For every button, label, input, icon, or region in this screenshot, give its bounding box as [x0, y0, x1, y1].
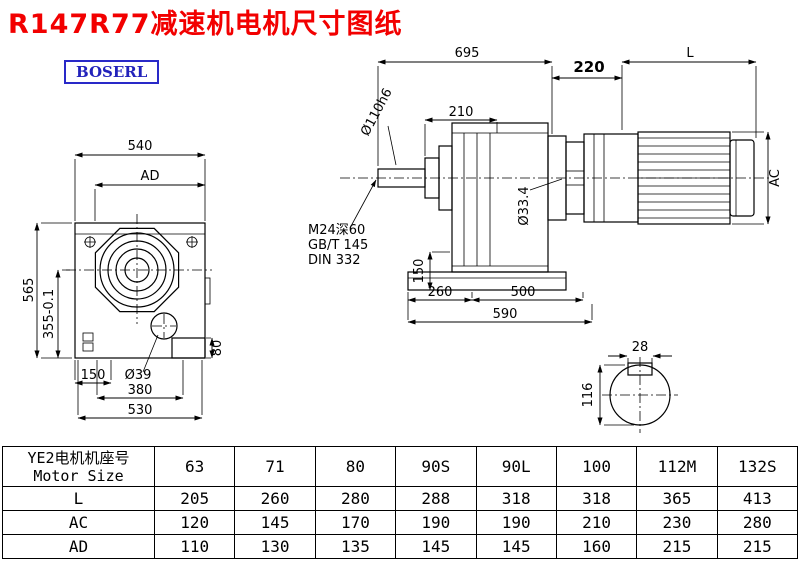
- size-col-63: 63: [153, 446, 236, 487]
- table-row-ac: AC 120 145 170 190 190 210 230 280: [2, 510, 799, 535]
- page-title: R147R77减速机电机尺寸图纸: [8, 9, 403, 40]
- dim-150-side-label: 150: [412, 259, 427, 284]
- motor-size-header-en: Motor Size: [33, 466, 124, 485]
- dim-260-label: 260: [428, 285, 453, 300]
- ad-value: 145: [395, 534, 477, 559]
- mounting-foot: [407, 271, 567, 291]
- l-value: 318: [555, 486, 638, 511]
- dim-565-label: 565: [22, 278, 37, 303]
- ad-value: 145: [475, 534, 557, 559]
- dim-540-label: 540: [128, 139, 153, 154]
- dim-28-label: 28: [632, 340, 649, 355]
- dim-d110-label: Ø110h6: [358, 86, 395, 139]
- l-value: 288: [395, 486, 477, 511]
- l-value: 205: [153, 486, 236, 511]
- dim-ad-label: AD: [141, 169, 160, 184]
- ac-value: 190: [475, 510, 557, 535]
- ad-value: 160: [555, 534, 638, 559]
- row-label-ad: AD: [2, 534, 155, 559]
- table-row-ad: AD 110 130 135 145 145 160 215 215: [2, 534, 799, 559]
- ac-value: 280: [716, 510, 799, 535]
- shaft-cross-section: [609, 364, 671, 426]
- dim-695-label: 695: [455, 46, 480, 61]
- l-value: 280: [314, 486, 397, 511]
- size-col-132s: 132S: [716, 446, 799, 487]
- l-value: 413: [716, 486, 799, 511]
- side-view: 695 220 L Ø110h6 210 M24深60 GB/T 145 DIN…: [308, 46, 783, 325]
- size-col-100: 100: [555, 446, 638, 487]
- note-din332-label: DIN 332: [308, 253, 361, 268]
- table-row-l: L 205 260 280 288 318 318 365 413: [2, 486, 799, 511]
- bolt-hole-symbol: [84, 236, 198, 248]
- note-m24-label: M24深60: [308, 223, 365, 238]
- ad-value: 110: [153, 534, 236, 559]
- dim-355-label: 355-0.1: [42, 289, 57, 339]
- hatched-section: [171, 337, 206, 359]
- keyway: [627, 362, 653, 376]
- size-col-90l: 90L: [475, 446, 557, 487]
- ac-value: 120: [153, 510, 236, 535]
- dim-220-label: 220: [573, 58, 604, 76]
- dim-116-label: 116: [581, 383, 596, 408]
- ac-value: 190: [395, 510, 477, 535]
- row-label-l: L: [2, 486, 155, 511]
- l-value: 318: [475, 486, 557, 511]
- ac-value: 210: [555, 510, 638, 535]
- size-col-90s: 90S: [395, 446, 477, 487]
- dim-150-front-label: 150: [81, 368, 106, 383]
- ac-value: 230: [636, 510, 718, 535]
- table-header-row: YE2电机机座号 Motor Size 63 71 80 90S 90L 100…: [2, 446, 799, 487]
- note-gbt145-label: GB/T 145: [308, 238, 368, 253]
- dim-590-label: 590: [493, 307, 518, 322]
- dim-d33-4-label: Ø33.4: [517, 186, 532, 225]
- output-bore-circles: [99, 232, 175, 308]
- dim-380-label: 380: [128, 383, 153, 398]
- dim-80-label: 80: [210, 340, 225, 357]
- dim-ac-label: AC: [768, 169, 783, 187]
- size-col-80: 80: [314, 446, 397, 487]
- gear-housing: [451, 122, 549, 273]
- ad-value: 135: [314, 534, 397, 559]
- size-col-71: 71: [234, 446, 316, 487]
- dim-210-label: 210: [449, 105, 474, 120]
- dim-d39-label: Ø39: [125, 368, 152, 383]
- fan-cover: [729, 139, 755, 217]
- lower-bore-circle: [150, 312, 178, 340]
- ad-value: 215: [636, 534, 718, 559]
- row-label-ac: AC: [2, 510, 155, 535]
- motor-size-header: YE2电机机座号 Motor Size: [2, 446, 155, 487]
- motor-size-table: YE2电机机座号 Motor Size 63 71 80 90S 90L 100…: [2, 446, 799, 559]
- ac-value: 170: [314, 510, 397, 535]
- dim-500-label: 500: [511, 285, 536, 300]
- size-col-112m: 112M: [636, 446, 718, 487]
- ad-value: 215: [716, 534, 799, 559]
- flange-octagon: [94, 227, 180, 313]
- l-value: 365: [636, 486, 718, 511]
- motor-size-header-cn: YE2电机机座号: [27, 448, 130, 467]
- dim-530-label: 530: [128, 403, 153, 418]
- technical-drawing: 540 AD 565 355-0.1 80 150 Ø39 380 530: [22, 46, 783, 433]
- ad-value: 130: [234, 534, 316, 559]
- front-view: 540 AD 565 355-0.1 80 150 Ø39 380 530: [22, 139, 225, 421]
- boserl-logo: BOSERL: [64, 60, 160, 84]
- ac-value: 145: [234, 510, 316, 535]
- l-value: 260: [234, 486, 316, 511]
- dim-l-label: L: [686, 46, 694, 61]
- shaft-section-view: 28 116: [581, 340, 678, 433]
